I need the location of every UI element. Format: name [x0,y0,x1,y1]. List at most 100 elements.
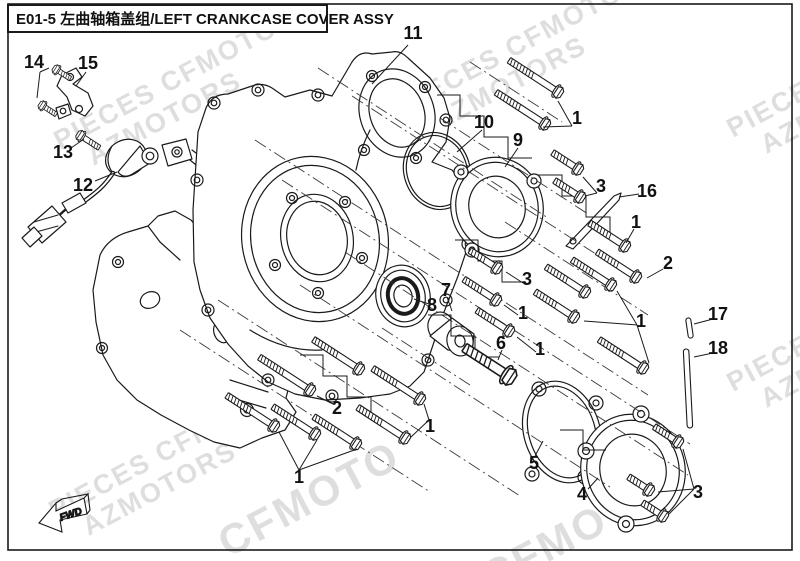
leader-line [618,193,640,198]
part-number-label: 4 [577,484,587,504]
part-number-label: 9 [513,130,523,150]
part-number-label: 10 [474,112,494,132]
part-number-label: 12 [73,175,93,195]
flange-bolt [506,57,565,99]
flange-bolt [270,403,322,441]
flange-bolt [552,177,587,204]
part-number-label: 3 [693,482,703,502]
part-number-label: 1 [535,339,545,359]
leader-line [36,71,41,99]
part-number-label: 14 [24,52,44,72]
flange-bolt [461,275,503,307]
flange-bolt [257,353,317,397]
leader-line [505,271,524,284]
part-number-label: 5 [529,453,539,473]
spacer-art [427,311,475,357]
round-cover-art [577,405,686,533]
leader-line [423,403,430,421]
leader-line [413,298,430,305]
bolt-layer [37,57,685,523]
leader-line [693,318,714,325]
leader-line [657,488,695,493]
flange-bolt [467,247,504,275]
flange-bolt [51,64,73,81]
leader-line [584,192,598,197]
part-number-label: 6 [496,333,506,353]
leader-line [582,176,598,194]
part-number-label: 3 [596,176,606,196]
leader-line [534,440,544,457]
leader-line-layer [36,44,714,515]
part-number-label: 17 [708,304,728,324]
leader-line [316,395,334,405]
flange-bolt [461,342,518,387]
flange-bolt [532,288,581,324]
flange-bolt [626,473,656,497]
leader-line [682,448,695,490]
flange-bolt [651,423,685,449]
leader-line [668,488,695,515]
leader-line [39,67,50,73]
part-number-label: 11 [403,23,422,43]
dowel-pin [685,317,694,339]
flange-bolt [474,306,516,338]
leader-line [646,268,664,279]
flange-bolt [596,336,650,375]
flange-bolt [543,263,592,299]
part-number-label: 7 [441,280,451,300]
crankcase-housing-art [92,138,297,449]
flange-bolt [75,129,102,151]
part-number-label: 1 [518,303,528,323]
flange-bolt [493,89,552,131]
part-number-label: 2 [663,253,673,273]
flange-bolt [370,365,427,406]
leader-line [636,324,650,364]
part-number-label: 18 [708,338,728,358]
leader-line [94,171,118,182]
leader-line [456,129,483,153]
part-number-label: 13 [53,142,73,162]
flange-bolt [550,149,585,176]
leader-line [298,439,318,471]
diagram-frame [7,3,793,551]
part-number-label: 1 [425,416,435,436]
leader-line [625,228,635,244]
step-line-layer [300,94,611,451]
leader-line [446,296,453,312]
leader-line [616,290,638,326]
leader-line [504,147,519,168]
o-ring-art [402,131,472,211]
part-number-label: 15 [78,53,98,73]
flange-bolt [587,219,632,253]
part-number-label: 16 [637,181,657,201]
flange-bolt [311,413,363,451]
leader-line [75,71,87,87]
part-number-label: 1 [636,311,646,331]
flange-bolt [569,256,618,292]
dowel-pin [682,348,694,429]
leader-line [503,304,519,316]
part-number-label: 1 [572,108,582,128]
flange-bolt [37,100,59,117]
title-box: E01-5 左曲轴箱盖组/LEFT CRANKCASE COVER ASSY [7,4,394,33]
leader-line [587,477,599,490]
leader-line [583,320,638,326]
page-title: E01-5 左曲轴箱盖组/LEFT CRANKCASE COVER ASSY [16,10,394,28]
flange-bolt [594,248,643,284]
part-number-label: 3 [522,269,532,289]
flange-bolt [311,336,366,376]
part-number-label: 2 [332,398,342,418]
flange-bolt [224,392,281,433]
dowel-pin-layer [682,317,694,429]
leader-line [410,419,430,438]
leader-line [557,100,573,127]
part-number-label: 8 [427,295,437,315]
leader-line [371,44,409,85]
leader-line [516,336,537,353]
leader-line [298,448,358,471]
part-number-label: 1 [294,467,304,487]
flange-bolt [640,499,670,523]
